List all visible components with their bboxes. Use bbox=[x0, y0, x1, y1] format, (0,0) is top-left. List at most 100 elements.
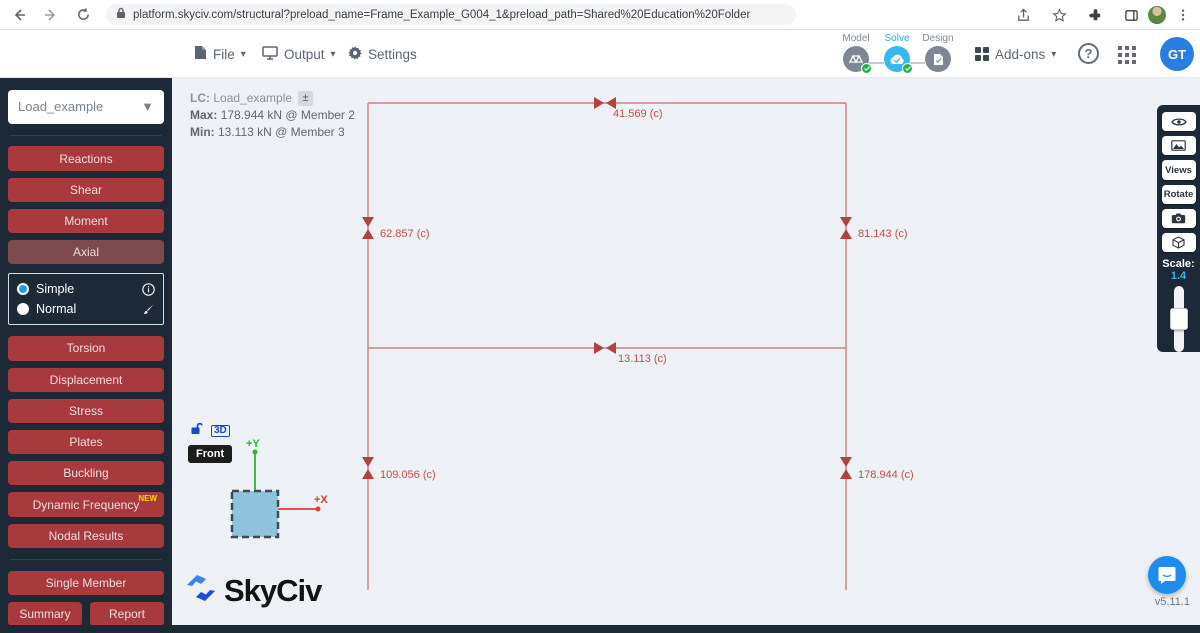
version-label: v5.11.1 bbox=[1154, 596, 1190, 608]
image-icon bbox=[1171, 140, 1186, 152]
force-label-left-column-lower: 109.056 (c) bbox=[380, 469, 436, 481]
moment-button[interactable]: Moment bbox=[8, 208, 164, 234]
model-viewport[interactable]: LC: Load_example ± Max: 178.944 kN @ Mem… bbox=[172, 78, 1200, 625]
screenshot-button[interactable] bbox=[1161, 208, 1196, 229]
3d-cube-button[interactable] bbox=[1161, 233, 1196, 253]
axes-widget: +Y +X bbox=[230, 438, 328, 539]
skyciv-logo-text: SkyCiv bbox=[224, 572, 322, 608]
single-member-button[interactable]: Single Member bbox=[8, 570, 164, 596]
force-label-right-column-lower: 178.944 (c) bbox=[858, 469, 914, 481]
view-orientation-label: Front bbox=[188, 445, 233, 463]
frame-diagram bbox=[362, 97, 852, 590]
addons-menu[interactable]: Add-ons ▾ bbox=[975, 30, 1056, 78]
monitor-icon bbox=[262, 45, 278, 63]
scale-label: Scale: bbox=[1162, 258, 1195, 271]
axis-y-label: +Y bbox=[246, 438, 260, 450]
lc-value: Load_example bbox=[213, 91, 293, 105]
stress-button[interactable]: Stress bbox=[8, 398, 164, 423]
browser-profile-avatar[interactable] bbox=[1148, 6, 1166, 24]
visibility-button[interactable] bbox=[1161, 112, 1196, 132]
app-toolbar: File ▾ Output ▾ Settings Model Solve bbox=[0, 30, 1200, 78]
solve-step-icon[interactable] bbox=[884, 46, 913, 74]
info-icon[interactable] bbox=[142, 283, 155, 296]
views-button[interactable]: Views bbox=[1161, 160, 1196, 180]
step-model: Model bbox=[836, 33, 876, 74]
radio-unselected-icon bbox=[17, 303, 29, 316]
browser-menu-icon[interactable] bbox=[1170, 4, 1196, 26]
side-panel-icon[interactable] bbox=[1118, 4, 1144, 26]
chat-icon bbox=[1158, 567, 1176, 584]
axis-x-label: +X bbox=[314, 494, 328, 506]
help-icon[interactable]: ? bbox=[1078, 43, 1099, 64]
url-bar[interactable]: platform.skyciv.com/structural?preload_n… bbox=[106, 4, 796, 25]
step-design: Design bbox=[918, 33, 958, 72]
skyciv-logo: SkyCiv bbox=[184, 572, 322, 609]
check-badge-icon bbox=[902, 63, 913, 74]
result-summary: LC: Load_example ± Max: 178.944 kN @ Mem… bbox=[190, 91, 355, 139]
radio-selected-icon bbox=[17, 283, 29, 296]
scale-slider[interactable] bbox=[1169, 286, 1188, 353]
file-menu[interactable]: File ▾ bbox=[194, 30, 246, 78]
displacement-button[interactable]: Displacement bbox=[8, 367, 164, 392]
model-step-icon[interactable] bbox=[843, 46, 872, 74]
lc-expand-button[interactable]: ± bbox=[298, 91, 314, 106]
divider bbox=[10, 134, 162, 136]
unlock-icon[interactable] bbox=[190, 422, 203, 440]
addons-grid-icon bbox=[975, 47, 989, 61]
apps-grid-icon[interactable] bbox=[1118, 46, 1136, 64]
force-label-top-beam: 41.569 (c) bbox=[613, 108, 663, 120]
results-sidebar: Load_example ▼ Reactions Shear Moment Ax… bbox=[0, 78, 172, 633]
cube-icon bbox=[1172, 236, 1185, 249]
workflow-stepper: Model Solve Design bbox=[836, 33, 960, 77]
view-tools-panel: Views Rotate Scale: 1.4 bbox=[1157, 105, 1200, 353]
settings-menu[interactable]: Settings bbox=[348, 30, 417, 78]
min-readout: Min: 13.113 kN @ Member 3 bbox=[190, 125, 345, 139]
design-step-icon[interactable] bbox=[925, 46, 951, 72]
extensions-icon[interactable] bbox=[1082, 4, 1108, 26]
chevron-down-icon: ▾ bbox=[240, 48, 246, 60]
display-mode-group: Simple Normal bbox=[8, 273, 164, 326]
mode-normal-radio[interactable]: Normal bbox=[17, 299, 155, 319]
bookmark-star-icon[interactable] bbox=[1046, 4, 1072, 26]
eye-icon bbox=[1170, 118, 1187, 126]
max-readout: Max: 178.944 kN @ Member 2 bbox=[190, 108, 355, 122]
buckling-button[interactable]: Buckling bbox=[8, 461, 164, 486]
chat-support-button[interactable] bbox=[1148, 556, 1186, 594]
gear-icon bbox=[348, 45, 362, 63]
shear-button[interactable]: Shear bbox=[8, 177, 164, 202]
reactions-button[interactable]: Reactions bbox=[8, 146, 164, 171]
report-button[interactable]: Report bbox=[90, 602, 164, 627]
share-icon[interactable] bbox=[1010, 4, 1036, 26]
user-avatar[interactable]: GT bbox=[1160, 37, 1194, 71]
nodal-results-button[interactable]: Nodal Results bbox=[8, 523, 164, 548]
divider bbox=[10, 558, 162, 560]
step-solve: Solve bbox=[877, 33, 917, 74]
check-badge-icon bbox=[861, 63, 872, 74]
file-icon bbox=[194, 45, 207, 63]
force-label-right-column-upper: 81.143 (c) bbox=[858, 228, 908, 240]
chevron-down-icon: ▾ bbox=[330, 48, 336, 60]
3d-view-icon[interactable]: 3D bbox=[211, 425, 230, 437]
reload-icon[interactable] bbox=[70, 4, 96, 26]
forward-icon[interactable] bbox=[38, 4, 64, 26]
lock-icon bbox=[116, 6, 126, 24]
torsion-button[interactable]: Torsion bbox=[8, 336, 164, 361]
dynamic-frequency-button[interactable]: Dynamic Frequency NEW bbox=[8, 492, 164, 517]
force-label-middle-beam: 13.113 (c) bbox=[618, 353, 667, 365]
axial-button[interactable]: Axial bbox=[8, 240, 164, 265]
output-menu[interactable]: Output ▾ bbox=[262, 30, 336, 78]
plates-button[interactable]: Plates bbox=[8, 430, 164, 455]
load-case-select[interactable]: Load_example ▼ bbox=[8, 90, 164, 124]
axial-compression-markers bbox=[362, 97, 852, 479]
graphics-button[interactable] bbox=[1161, 136, 1196, 156]
url-text: platform.skyciv.com/structural?preload_n… bbox=[133, 8, 751, 21]
force-label-left-column-upper: 62.857 (c) bbox=[380, 228, 430, 240]
chevron-down-icon: ▾ bbox=[1051, 48, 1057, 60]
back-icon[interactable] bbox=[6, 4, 32, 26]
paintbrush-icon[interactable] bbox=[142, 303, 155, 316]
mode-simple-radio[interactable]: Simple bbox=[17, 279, 155, 299]
camera-icon bbox=[1171, 213, 1186, 224]
rotate-button[interactable]: Rotate bbox=[1161, 184, 1196, 204]
summary-button[interactable]: Summary bbox=[8, 602, 82, 627]
scale-slider-handle[interactable] bbox=[1169, 308, 1188, 331]
